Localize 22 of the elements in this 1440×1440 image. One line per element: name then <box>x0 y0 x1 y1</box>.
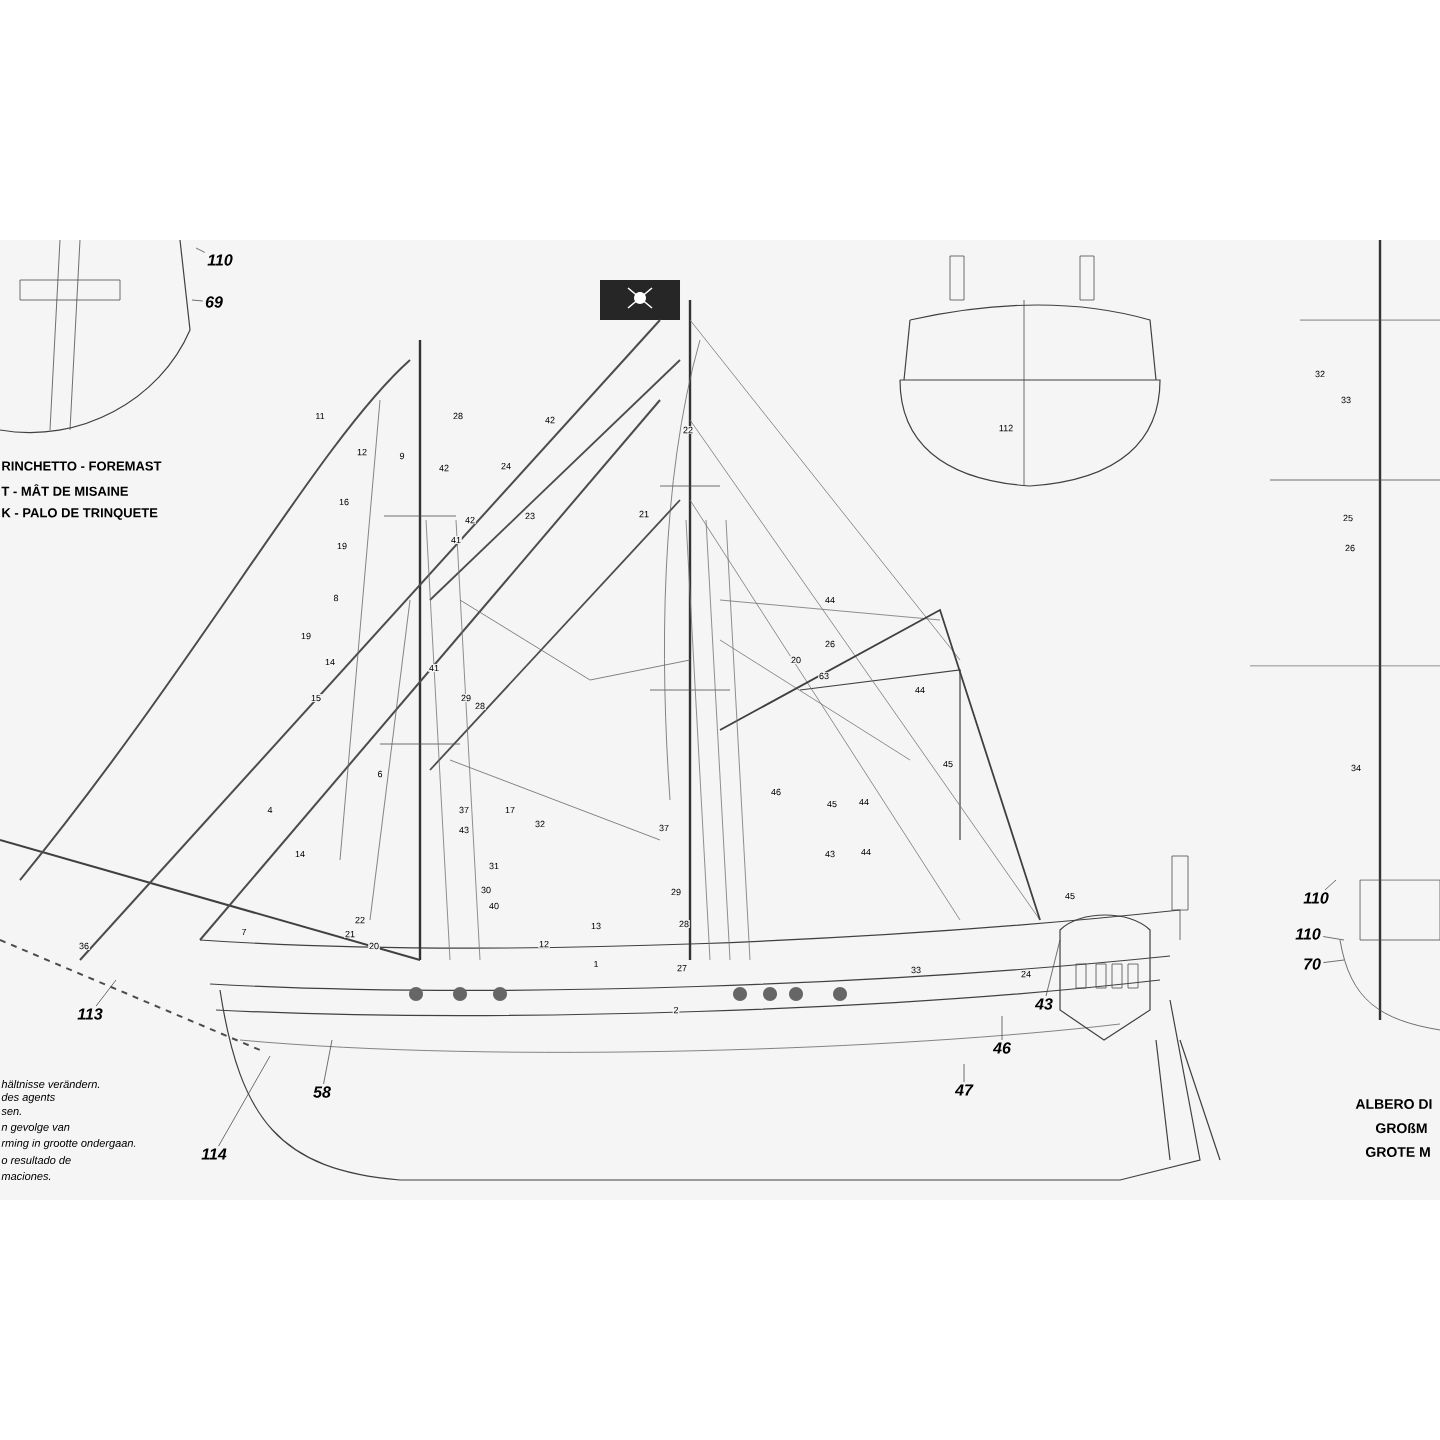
callout-number: 46 <box>992 1042 1011 1054</box>
leader-line <box>1324 879 1337 891</box>
leader-line <box>1322 959 1345 963</box>
leader-line <box>1001 1015 1003 1041</box>
leader-line <box>95 979 117 1007</box>
callout-number: 58 <box>313 1086 331 1098</box>
callout-number: 110 <box>1295 928 1321 940</box>
leader-line <box>323 1039 333 1085</box>
leader-line <box>195 247 206 253</box>
callout-number: 47 <box>954 1084 974 1096</box>
leader-line <box>1322 936 1345 941</box>
callout-number: 69 <box>205 296 223 308</box>
callout-number: 114 <box>201 1148 227 1160</box>
callout-number: 113 <box>77 1008 103 1020</box>
leader-line <box>191 299 204 302</box>
callout-number: 70 <box>1304 958 1321 970</box>
leader-line <box>963 1063 965 1083</box>
leader-line <box>1045 939 1061 997</box>
callout-number: 110 <box>207 254 233 266</box>
leader-line <box>218 1055 271 1147</box>
callout-number: 110 <box>1303 892 1329 904</box>
callout-number: 43 <box>1034 998 1053 1010</box>
